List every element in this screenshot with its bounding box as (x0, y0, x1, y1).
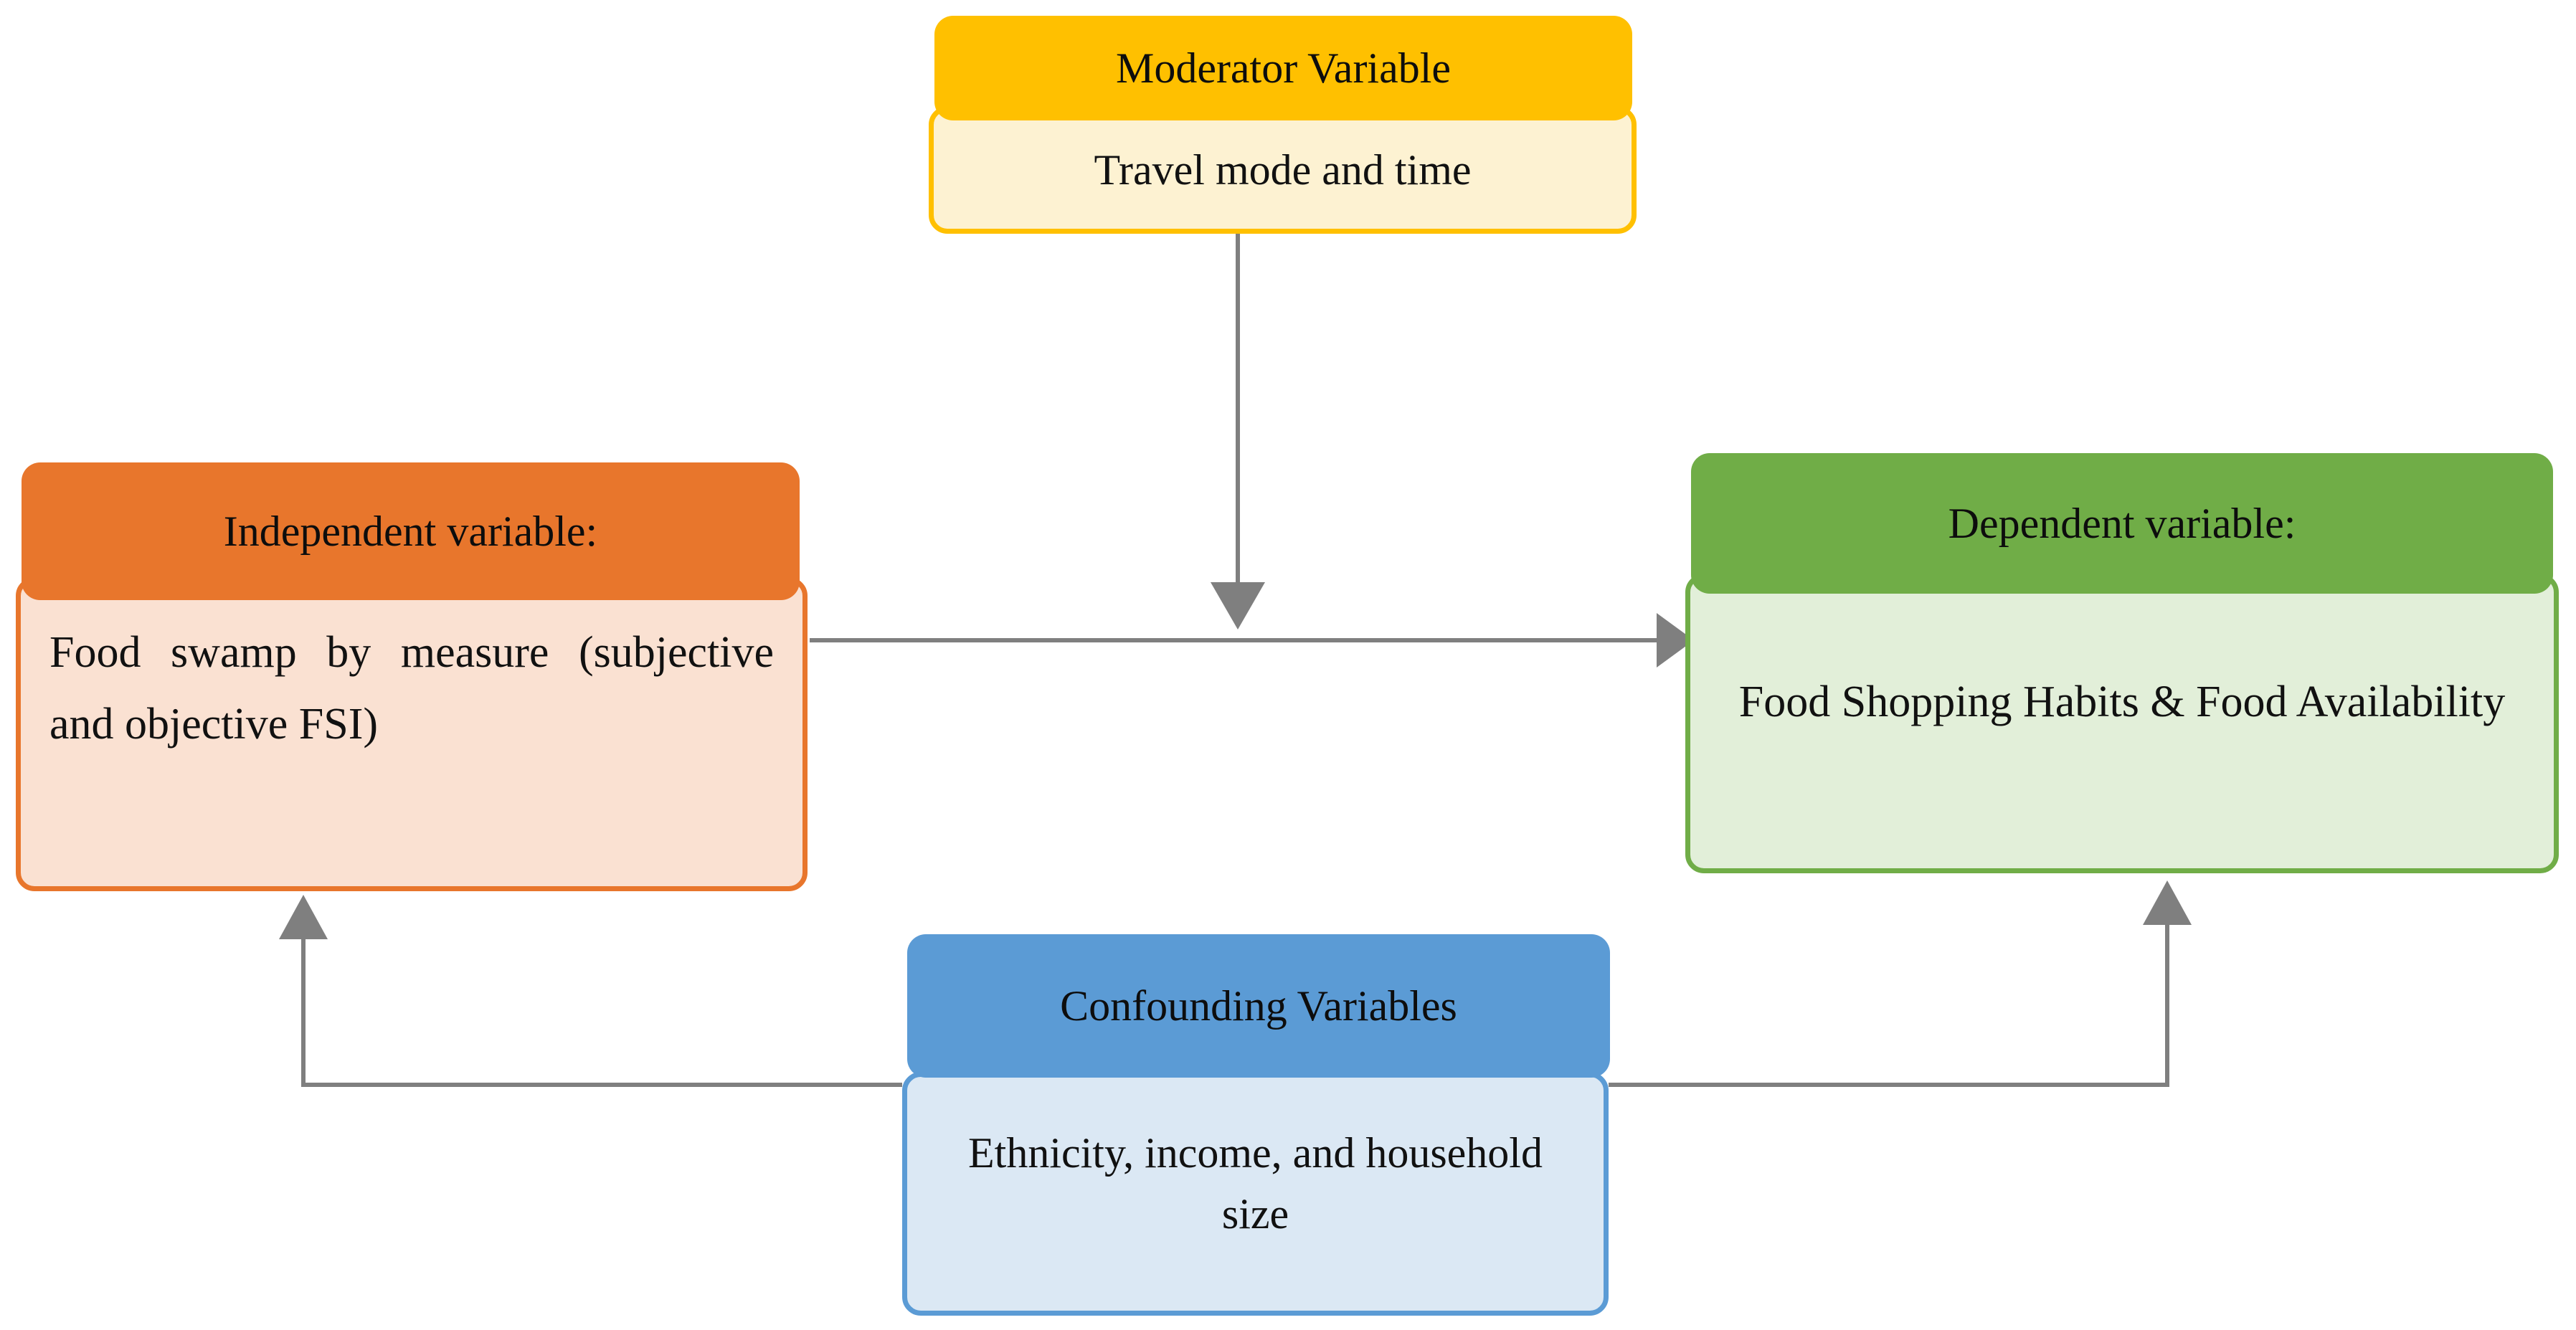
independent-header: Independent variable: (22, 462, 800, 600)
independent-body: Food swamp by measure (subjective and ob… (16, 577, 808, 891)
connector-confounding-to-dependent (1609, 880, 2192, 1087)
arrowhead-up-icon (279, 895, 328, 939)
arrowhead-up-icon (2143, 880, 2192, 925)
moderator-header-label: Moderator Variable (1115, 44, 1452, 92)
arrowhead-down-icon (1211, 582, 1265, 630)
moderator-body-text: Travel mode and time (1094, 146, 1472, 194)
confounding-body-text: Ethnicity, income, and household size (968, 1129, 1543, 1238)
connector-moderator-to-relationship (1211, 234, 1265, 630)
confounding-body: Ethnicity, income, and household size (902, 1072, 1609, 1316)
moderator-body: Travel mode and time (929, 106, 1637, 234)
moderator-header: Moderator Variable (934, 16, 1632, 120)
connector-independent-to-dependent (810, 613, 1694, 668)
dependent-header: Dependent variable: (1691, 453, 2553, 594)
confounding-header-label: Confounding Variables (1060, 982, 1457, 1030)
independent-body-text: Food swamp by measure (subjective and ob… (49, 628, 774, 749)
connector-line (1609, 925, 2169, 1087)
dependent-body-text: Food Shopping Habits & Food Availability (1738, 678, 2506, 727)
confounding-header: Confounding Variables (907, 934, 1610, 1078)
connector-line (301, 939, 902, 1087)
independent-header-label: Independent variable: (223, 508, 598, 555)
dependent-body: Food Shopping Habits & Food Availability (1685, 574, 2559, 873)
dependent-header-label: Dependent variable: (1948, 500, 2296, 547)
connector-confounding-to-independent (279, 895, 902, 1087)
